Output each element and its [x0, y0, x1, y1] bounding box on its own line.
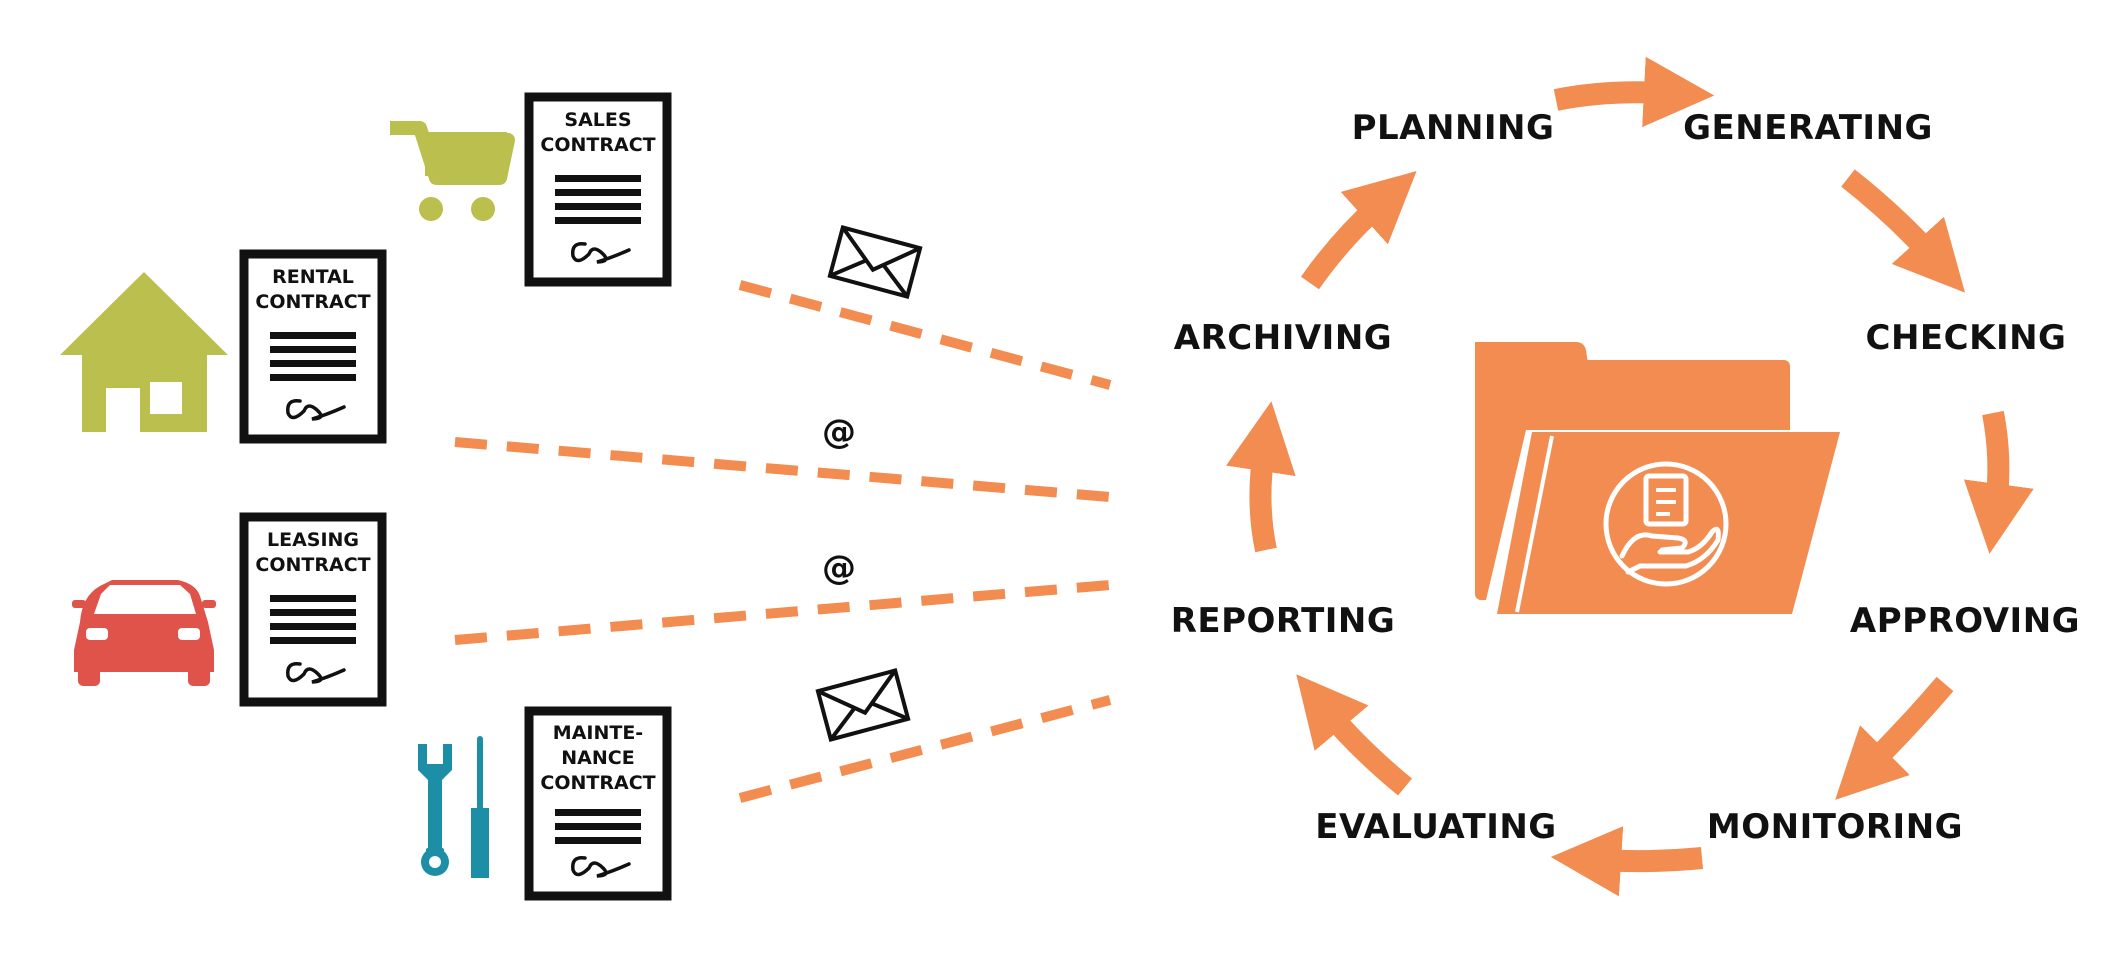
envelope-icon [815, 668, 911, 742]
text-line [270, 346, 356, 353]
cycle-arrow [1300, 171, 1417, 290]
shopping-cart-icon [390, 121, 515, 221]
sales-contract-title: SALES CONTRACT [540, 109, 656, 156]
dashed-channel-line [738, 695, 1112, 803]
text-line [270, 637, 356, 644]
text-line [270, 374, 356, 381]
contract-documents [239, 92, 672, 901]
car-icon [72, 580, 216, 686]
maintenance-contract-title: MAINTE- NANCE CONTRACT [540, 722, 656, 794]
dashed-channel-line [454, 437, 1111, 502]
contract-document [239, 512, 387, 707]
cycle-arrow [1835, 676, 1954, 800]
email-at-symbol: @ [822, 412, 856, 452]
text-line [555, 217, 641, 224]
email-at-symbol: @ [822, 548, 856, 588]
envelope-icon [827, 225, 923, 299]
text-line [555, 175, 641, 182]
tools-icon [418, 736, 489, 878]
signature-icon [286, 662, 346, 684]
text-line [270, 623, 356, 630]
cycle-arrow [1841, 169, 1966, 293]
stage-monitoring: MONITORING [1706, 807, 1964, 847]
folder-document-hand-icon [1475, 342, 1840, 614]
contract-document [524, 92, 672, 287]
text-line [270, 595, 356, 602]
text-line [270, 332, 356, 339]
cycle-arrow [1226, 401, 1296, 553]
text-line [270, 609, 356, 616]
dashed-channel-line [454, 580, 1111, 645]
text-line [555, 203, 641, 210]
contract-document [239, 249, 387, 444]
dashed-channel-line [738, 280, 1112, 390]
stage-approving: APPROVING [1849, 601, 2081, 641]
signature-icon [571, 856, 631, 878]
stage-generating: GENERATING [1683, 108, 1933, 148]
cycle-arrow [1550, 826, 1704, 897]
stage-archiving: ARCHIVING [1173, 318, 1393, 358]
cycle-arrow [1296, 674, 1412, 796]
stage-checking: CHECKING [1865, 318, 2067, 358]
signature-icon [571, 242, 631, 264]
stage-evaluating: EVALUATING [1315, 807, 1557, 847]
text-line [555, 823, 641, 830]
cycle-arrow [1963, 410, 2034, 554]
text-line [555, 809, 641, 816]
cycle-arrow [1553, 56, 1715, 128]
text-line [555, 837, 641, 844]
stage-planning: PLANNING [1351, 108, 1555, 148]
house-icon [60, 272, 228, 432]
signature-icon [286, 399, 346, 421]
rental-contract-title: RENTAL CONTRACT [255, 266, 371, 313]
text-line [270, 360, 356, 367]
stage-reporting: REPORTING [1170, 601, 1396, 641]
contract-document [524, 706, 672, 901]
lifecycle-arrows [1226, 56, 2034, 897]
channel-lines [454, 280, 1112, 803]
text-line [555, 189, 641, 196]
leasing-contract-title: LEASING CONTRACT [255, 529, 371, 576]
